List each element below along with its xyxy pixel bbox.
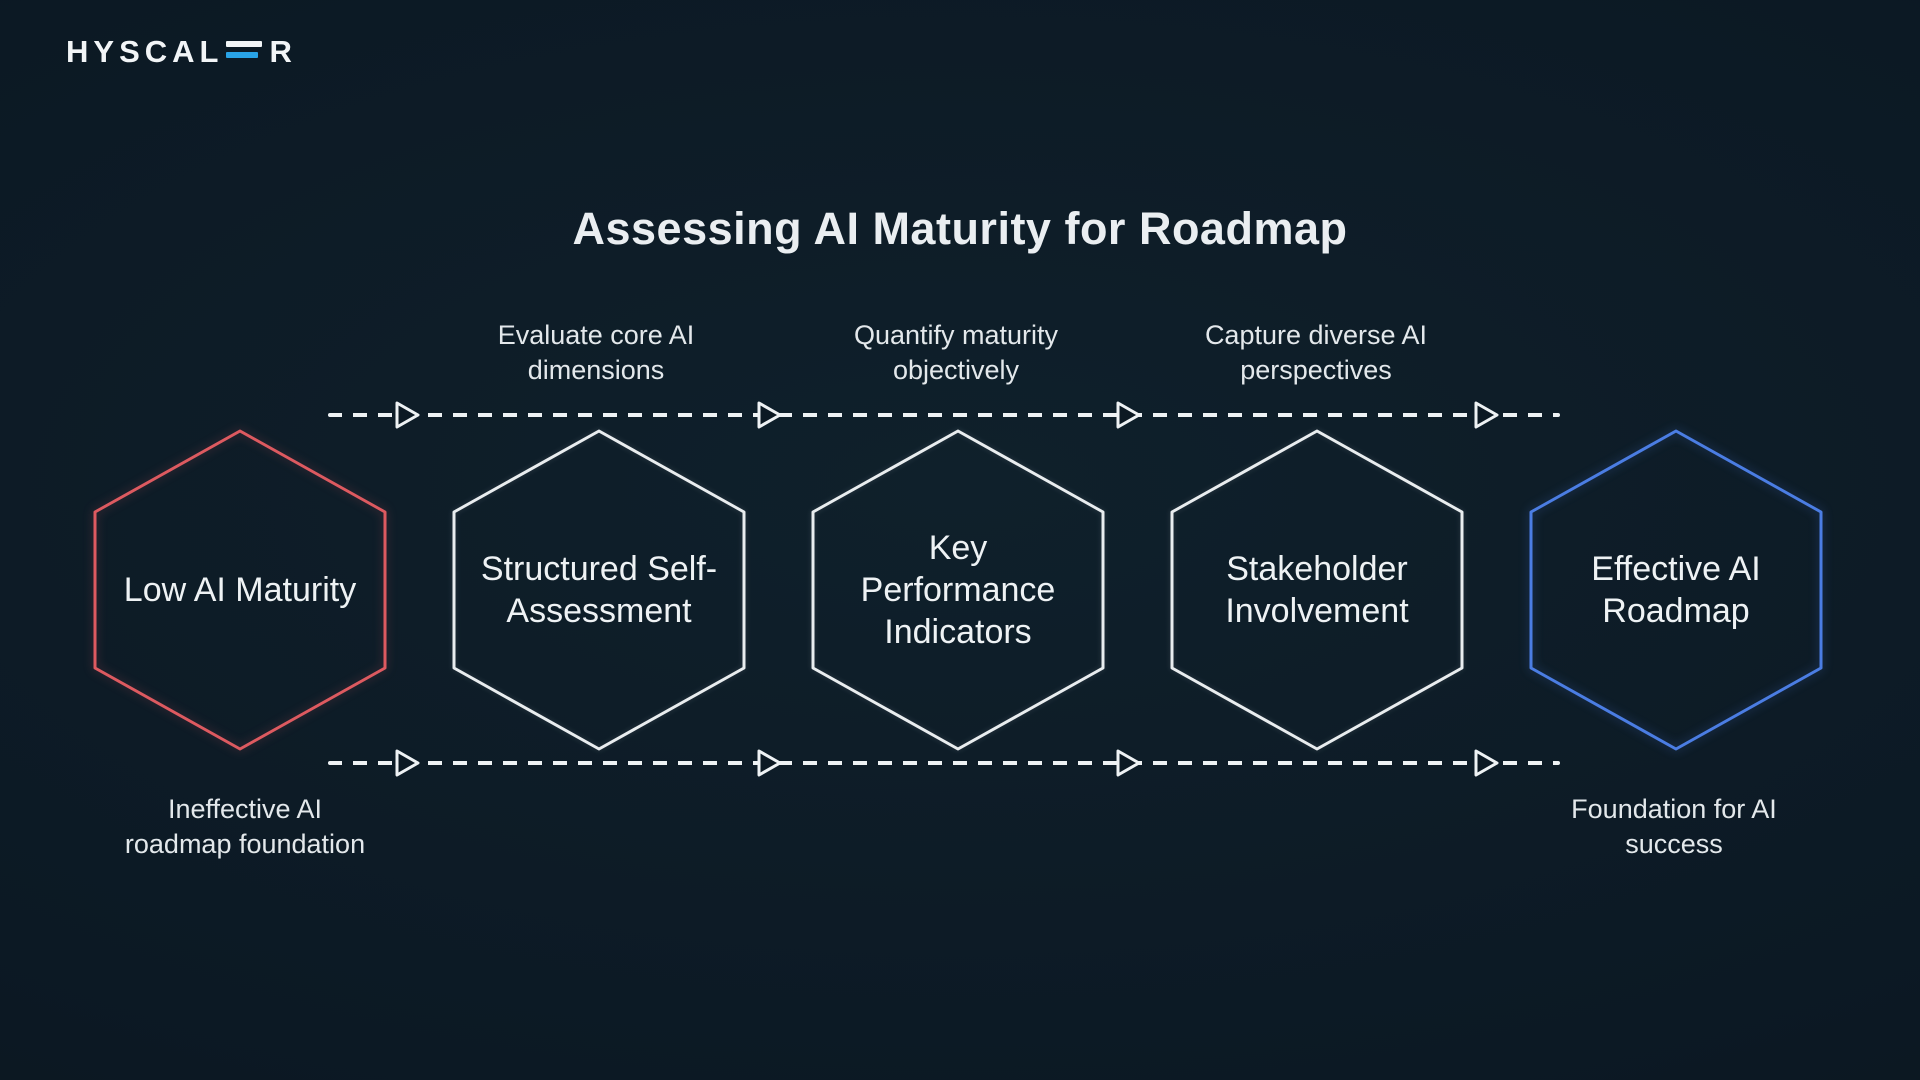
hex-node-label: Key Performance Indicators bbox=[860, 529, 1056, 651]
logo-text-main: HYSCAL bbox=[66, 34, 224, 69]
page-title: Assessing AI Maturity for Roadmap bbox=[572, 203, 1348, 254]
arrow-right-icon bbox=[1474, 401, 1499, 429]
arrow-right-icon bbox=[395, 749, 420, 777]
hex-node-structured-self-assessment: Structured Self- Assessment bbox=[451, 428, 747, 752]
logo-text-end: R bbox=[269, 34, 297, 69]
hex-node-key-performance-indicators: Key Performance Indicators bbox=[810, 428, 1106, 752]
hex-node-effective-ai-roadmap: Effective AI Roadmap bbox=[1528, 428, 1824, 752]
caption-foundation-for-success: Foundation for AI success bbox=[1571, 794, 1777, 859]
arrow-right-icon bbox=[395, 401, 420, 429]
top-label-quantify-maturity: Quantify maturity objectively bbox=[853, 320, 1059, 385]
hex-node-label: Stakeholder Involvement bbox=[1225, 550, 1409, 630]
caption-ineffective-foundation: Ineffective AI roadmap foundation bbox=[124, 794, 366, 859]
arrow-right-icon bbox=[1116, 749, 1141, 777]
arrow-right-icon bbox=[1116, 401, 1141, 429]
hex-node-label: Effective AI Roadmap bbox=[1591, 550, 1761, 630]
hex-node-low-ai-maturity: Low AI Maturity bbox=[92, 428, 388, 752]
top-dashed-connector bbox=[328, 413, 1560, 417]
hexagon-outline-icon bbox=[811, 429, 1105, 751]
logo-stylized-e-icon bbox=[226, 40, 263, 58]
hexagon-outline-icon bbox=[93, 429, 387, 751]
arrow-right-icon bbox=[1474, 749, 1499, 777]
arrow-right-icon bbox=[757, 401, 782, 429]
hex-node-stakeholder-involvement: Stakeholder Involvement bbox=[1169, 428, 1465, 752]
hexagon-outline-icon bbox=[452, 429, 746, 751]
arrow-right-icon bbox=[757, 749, 782, 777]
top-label-capture-perspectives: Capture diverse AI perspectives bbox=[1204, 320, 1428, 385]
hexagon-outline-icon bbox=[1170, 429, 1464, 751]
bottom-dashed-connector bbox=[328, 761, 1560, 765]
hexagon-outline-icon bbox=[1529, 429, 1823, 751]
logo-e-top-bar bbox=[226, 40, 263, 47]
hex-node-label: Structured Self- Assessment bbox=[480, 550, 718, 630]
top-label-evaluate-core-ai: Evaluate core AI dimensions bbox=[497, 320, 695, 385]
logo-e-accent-bar bbox=[226, 51, 259, 58]
hex-node-label: Low AI Maturity bbox=[123, 571, 357, 609]
hyscaler-logo: HYSCAL R bbox=[66, 34, 297, 70]
